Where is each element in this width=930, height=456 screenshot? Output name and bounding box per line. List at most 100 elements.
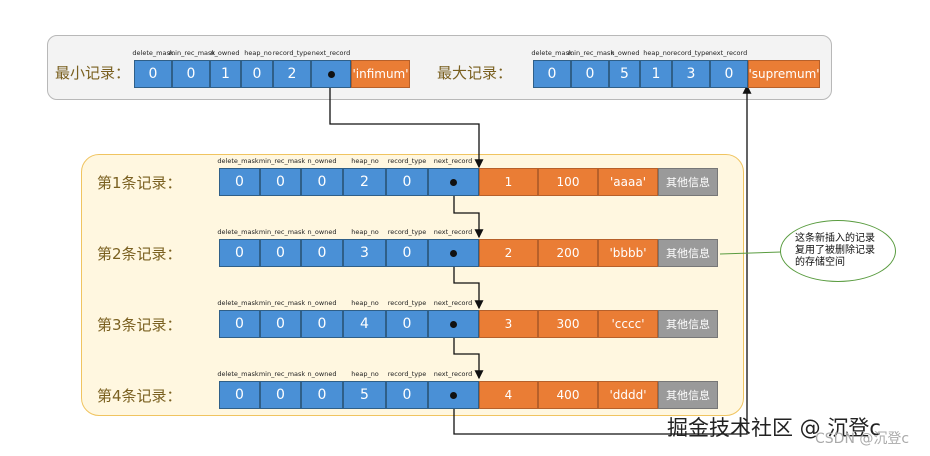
min-min-rec-mask-cell: 0 [172,60,210,88]
record-2-data-cell-1: 2 [479,239,538,267]
record-2-label: 第2条记录： [97,245,182,263]
record-1-header-next-record: next_record [433,157,473,165]
record-3-data-cell-3: 'cccc' [598,310,658,338]
record-1-record-type-cell: 0 [386,168,428,196]
min-heap-no-cell: 0 [241,60,273,88]
record-1-other-info-cell: 其他信息 [658,168,718,196]
record-1-next-record-cell [428,168,479,196]
max-next-record-cell: 0 [710,60,748,88]
record-2-min-rec-mask-cell: 0 [260,239,301,267]
min-header-min-rec-mask: min_rec_mask [168,49,216,57]
record-2-header-record-type: record_type [387,228,427,236]
record-4-record-type-cell: 0 [386,381,428,409]
record-3-label: 第3条记录： [97,316,182,334]
min-header-delete-mask: delete_mask [132,49,174,57]
arrow-record-3-to-record-4 [453,324,484,380]
records-panel [81,154,744,416]
record-2-data-cell-2: 200 [538,239,598,267]
record-2-header-n-owned: n_owned [307,228,337,236]
record-4-delete-mask-cell: 0 [219,381,260,409]
record-2-delete-mask-cell: 0 [219,239,260,267]
record-1-header-delete-mask: delete_mask [217,157,259,165]
max-heap-no-cell: 1 [640,60,672,88]
arrow-infimum-to-record-1 [329,72,484,169]
callout-line [719,251,782,255]
min-next-record-cell [311,60,351,88]
max-header-next-record: next_record [708,49,748,57]
max-header-delete-mask: delete_mask [531,49,573,57]
record-2-other-info-cell: 其他信息 [658,239,718,267]
record-2-header-min-rec-mask: min_rec_mask [258,228,306,236]
record-3-header-heap-no: heap_no [351,299,379,307]
record-1-header-n-owned: n_owned [307,157,337,165]
csdn-watermark: CSDN @沉登c [815,431,910,447]
record-2-header-delete-mask: delete_mask [217,228,259,236]
record-1-label: 第1条记录： [97,174,182,192]
supremum-cell: 'supremum' [748,60,820,88]
record-3-data-cell-2: 300 [538,310,598,338]
record-4-header-delete-mask: delete_mask [217,370,259,378]
infimum-cell: 'infimum' [351,60,410,88]
record-3-record-type-cell: 0 [386,310,428,338]
record-4-n-owned-cell: 0 [301,381,343,409]
record-3-n-owned-cell: 0 [301,310,343,338]
record-1-header-min-rec-mask: min_rec_mask [258,157,306,165]
max-delete-mask-cell: 0 [533,60,571,88]
pointer-dot [450,178,457,186]
min-header-heap-no: heap_no [244,49,272,57]
record-3-header-n-owned: n_owned [307,299,337,307]
max-record-label: 最大记录： [437,64,513,82]
record-2-next-record-cell [428,239,479,267]
max-header-record-type: record_type [670,49,710,57]
record-2-n-owned-cell: 0 [301,239,343,267]
record-4-min-rec-mask-cell: 0 [260,381,301,409]
record-1-data-cell-3: 'aaaa' [598,168,658,196]
record-1-heap-no-cell: 2 [343,168,386,196]
min-header-next-record: next_record [311,49,351,57]
record-3-other-info-cell: 其他信息 [658,310,718,338]
max-header-min-rec-mask: min_rec_mask [567,49,615,57]
record-4-header-heap-no: heap_no [351,370,379,378]
arrow-record-4-to-supremum [453,84,752,435]
record-2-header-heap-no: heap_no [351,228,379,236]
max-header-heap-no: heap_no [643,49,671,57]
callout-line-2: 复用了被删除记录 [795,245,875,256]
record-4-data-cell-1: 4 [479,381,538,409]
pointer-dot [450,320,457,328]
max-record-type-cell: 3 [672,60,710,88]
callout-line-3: 的存储空间 [795,257,845,268]
record-3-header-record-type: record_type [387,299,427,307]
callout-line-1: 这条新插入的记录 [795,233,875,244]
record-4-label: 第4条记录： [97,387,182,405]
record-3-heap-no-cell: 4 [343,310,386,338]
record-3-delete-mask-cell: 0 [219,310,260,338]
arrow-record-2-to-record-3 [453,253,484,310]
record-4-heap-no-cell: 5 [343,381,386,409]
record-3-header-delete-mask: delete_mask [217,299,259,307]
record-3-next-record-cell [428,310,479,338]
max-n-owned-cell: 5 [609,60,640,88]
reuse-callout-bubble: 这条新插入的记录 复用了被删除记录 的存储空间 [780,220,896,282]
min-record-label: 最小记录： [55,64,131,82]
record-1-data-cell-1: 1 [479,168,538,196]
record-4-header-n-owned: n_owned [307,370,337,378]
record-1-header-heap-no: heap_no [351,157,379,165]
record-1-data-cell-2: 100 [538,168,598,196]
min-header-record-type: record_type [272,49,312,57]
record-4-header-record-type: record_type [387,370,427,378]
record-2-data-cell-3: 'bbbb' [598,239,658,267]
record-3-data-cell-1: 3 [479,310,538,338]
record-3-min-rec-mask-cell: 0 [260,310,301,338]
max-min-rec-mask-cell: 0 [571,60,609,88]
record-3-header-next-record: next_record [433,299,473,307]
record-4-next-record-cell [428,381,479,409]
record-2-heap-no-cell: 3 [343,239,386,267]
max-header-n-owned: n_owned [610,49,640,57]
min-delete-mask-cell: 0 [134,60,172,88]
pointer-dot [450,249,457,257]
record-1-header-record-type: record_type [387,157,427,165]
min-record-type-cell: 2 [273,60,311,88]
record-3-header-min-rec-mask: min_rec_mask [258,299,306,307]
pointer-dot [450,391,457,399]
